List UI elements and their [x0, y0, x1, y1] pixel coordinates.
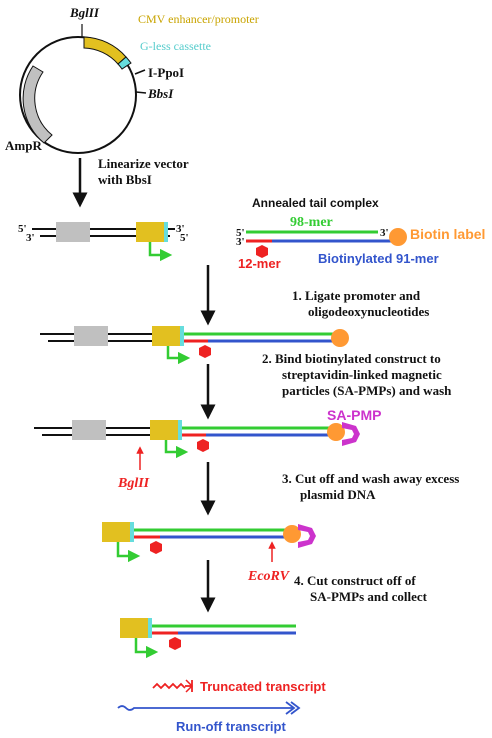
- svg-text:3': 3': [380, 227, 389, 239]
- ampr-label: AmpR: [5, 138, 42, 153]
- plasmid-map: BglII CMV enhancer/promoter G-less casse…: [5, 5, 259, 154]
- step2-line1: 2. Bind biotinylated construct to: [262, 351, 441, 366]
- linearize-label-2: with BbsI: [98, 172, 152, 187]
- step4-line2: SA-PMPs and collect: [310, 589, 428, 604]
- tail-12mer-label: 12-mer: [238, 256, 281, 271]
- truncated-label: Truncated transcript: [200, 679, 326, 694]
- tail-biotin-label: Biotin label: [410, 226, 485, 242]
- truncated-transcript: Truncated transcript: [152, 679, 326, 694]
- lin-5prime: 5': [18, 223, 27, 235]
- ecorv-site-label: EcoRV: [247, 569, 291, 584]
- lin-3prime: 3': [26, 232, 35, 244]
- ippoi-label: I-PpoI: [148, 65, 184, 80]
- bbsi-label: BbsI: [147, 86, 174, 101]
- linearize-label-1: Linearize vector: [98, 156, 189, 171]
- svg-text:5': 5': [180, 232, 189, 244]
- linear-vector: 5' 3' 3' 5': [18, 222, 189, 262]
- svg-text:3': 3': [176, 223, 185, 235]
- runoff-label: Run-off transcript: [176, 719, 286, 734]
- lin-tss-arrow: [148, 242, 173, 262]
- plasmid-bglII-label: BglII: [69, 5, 100, 20]
- step1-line1: 1. Ligate promoter and: [292, 288, 421, 303]
- cmv-label: CMV enhancer/promoter: [138, 12, 259, 26]
- tail-98mer-label: 98-mer: [290, 215, 333, 230]
- step4-line1: 4. Cut construct off of: [294, 573, 416, 588]
- tail-91mer-label: Biotinylated 91-mer: [318, 251, 439, 266]
- tail-hexagon: [256, 245, 268, 258]
- step3-line1: 3. Cut off and wash away excess: [282, 471, 459, 486]
- svg-text:3': 3': [236, 236, 245, 248]
- lin-promoter-box: [136, 222, 164, 242]
- gless-label: G-less cassette: [140, 39, 211, 53]
- ippoi-tick: [134, 69, 146, 75]
- bbsi-tick: [135, 91, 147, 94]
- svg-text:5': 5': [236, 227, 245, 239]
- lin-ampr-box: [56, 222, 90, 242]
- cmv-promoter-segment: [83, 36, 127, 65]
- step1-line2: oligodeoxynucleotides: [308, 304, 429, 319]
- sapmp-bead-2: [298, 524, 316, 548]
- final-construct: [120, 618, 296, 659]
- step2-line2: streptavidin-linked magnetic: [282, 367, 442, 382]
- tail-title: Annealed tail complex: [252, 196, 379, 210]
- step3-line2: plasmid DNA: [300, 487, 376, 502]
- tail-complex: Annealed tail complex 5' 3' 3' 98-mer Bi…: [236, 196, 485, 271]
- plasmid-circle: [19, 36, 137, 154]
- ampr-segment: [22, 65, 53, 144]
- gless-cassette-segment: [117, 56, 132, 70]
- ligated-construct: [40, 326, 349, 365]
- cut-construct: EcoRV: [102, 522, 316, 584]
- bglII-site-label: BglII: [117, 476, 150, 491]
- tail-biotin-circle: [389, 228, 407, 246]
- bound-construct: SA-PMP BglII: [34, 407, 381, 491]
- step2-line3: particles (SA-PMPs) and wash: [282, 383, 452, 398]
- sapmp-bead: [342, 422, 360, 446]
- sapmp-label: SA-PMP: [327, 407, 381, 423]
- runoff-transcript: Run-off transcript: [117, 701, 301, 734]
